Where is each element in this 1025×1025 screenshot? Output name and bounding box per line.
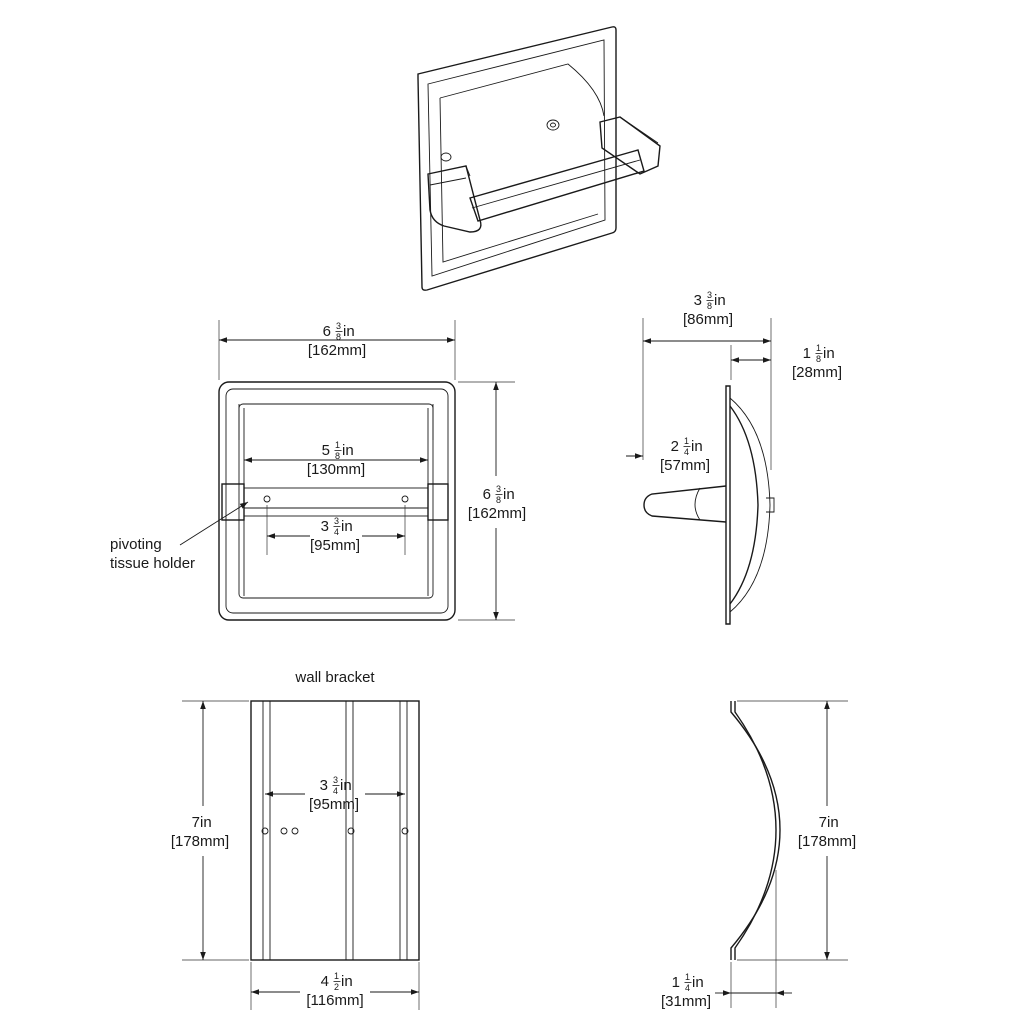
svg-text:in: in: [342, 442, 354, 459]
svg-text:1: 1: [335, 440, 340, 450]
svg-text:in: in: [823, 345, 835, 362]
svg-text:[95mm]: [95mm]: [309, 796, 359, 813]
svg-text:[162mm]: [162mm]: [468, 505, 526, 522]
svg-text:8: 8: [496, 495, 501, 505]
svg-text:3: 3: [321, 518, 329, 535]
svg-text:in: in: [343, 323, 355, 340]
svg-text:in: in: [691, 438, 703, 455]
svg-text:4: 4: [685, 983, 690, 993]
svg-text:1: 1: [803, 345, 811, 362]
label-pivoting: pivoting: [110, 536, 162, 553]
svg-text:6: 6: [323, 323, 331, 340]
dim-roll-width: 5 1 8 in [130mm]: [307, 440, 365, 478]
dim-spindle: 2 1 4 in [57mm]: [660, 436, 710, 474]
svg-text:3: 3: [496, 484, 501, 494]
svg-text:[130mm]: [130mm]: [307, 461, 365, 478]
dim-side-depth: 3 3 8 in [86mm]: [683, 290, 733, 328]
svg-text:[57mm]: [57mm]: [660, 457, 710, 474]
svg-text:[178mm]: [178mm]: [171, 833, 229, 850]
svg-text:7: 7: [192, 814, 200, 831]
svg-text:1: 1: [334, 971, 339, 981]
svg-text:[178mm]: [178mm]: [798, 833, 856, 850]
svg-text:5: 5: [322, 442, 330, 459]
svg-text:in: in: [827, 814, 839, 831]
label-wall-bracket: wall bracket: [294, 669, 375, 686]
svg-text:[28mm]: [28mm]: [792, 364, 842, 381]
svg-text:3: 3: [336, 321, 341, 331]
svg-text:[116mm]: [116mm]: [306, 992, 363, 1009]
svg-text:4: 4: [333, 786, 338, 796]
dim-holes-front: 3 3 4 in [95mm]: [310, 516, 360, 554]
svg-text:4: 4: [684, 447, 689, 457]
svg-text:3: 3: [320, 777, 328, 794]
svg-text:7: 7: [819, 814, 827, 831]
svg-text:in: in: [341, 518, 353, 535]
svg-text:4: 4: [334, 527, 339, 537]
wall-bracket-side: [730, 700, 848, 1008]
svg-text:in: in: [714, 292, 726, 309]
svg-text:in: in: [692, 974, 704, 991]
svg-text:1: 1: [684, 436, 689, 446]
svg-text:[95mm]: [95mm]: [310, 537, 360, 554]
svg-text:in: in: [200, 814, 212, 831]
dim-bracket-side-height: 7 in [178mm]: [798, 814, 856, 850]
svg-text:in: in: [340, 777, 352, 794]
dim-bracket-side-depth: 1 1 4 in [31mm]: [661, 972, 711, 1010]
svg-text:1: 1: [816, 343, 821, 353]
labels: pivoting tissue holder wall bracket 6 3 …: [110, 290, 856, 1010]
svg-text:8: 8: [816, 354, 821, 364]
dim-bracket-holes: 3 3 4 in [95mm]: [309, 775, 359, 813]
svg-text:[162mm]: [162mm]: [308, 342, 366, 359]
front-view: [218, 320, 515, 621]
svg-text:[31mm]: [31mm]: [661, 993, 711, 1010]
svg-text:3: 3: [694, 292, 702, 309]
svg-text:[86mm]: [86mm]: [683, 311, 733, 328]
svg-text:2: 2: [671, 438, 679, 455]
isometric-view: [417, 26, 661, 291]
svg-text:8: 8: [336, 332, 341, 342]
svg-text:3: 3: [707, 290, 712, 300]
svg-text:6: 6: [483, 486, 491, 503]
dim-flange-depth: 1 1 8 in [28mm]: [792, 343, 842, 381]
svg-text:in: in: [503, 486, 515, 503]
svg-text:4: 4: [321, 973, 329, 990]
dim-bracket-height: 7 in [178mm]: [171, 814, 229, 850]
label-tissue-holder: tissue holder: [110, 555, 195, 572]
svg-text:1: 1: [672, 974, 680, 991]
dim-front-height: 6 3 8 in [162mm]: [468, 484, 526, 522]
svg-text:in: in: [341, 973, 353, 990]
dim-bracket-width: 4 1 2 in [116mm]: [306, 971, 363, 1009]
svg-text:3: 3: [334, 516, 339, 526]
svg-text:8: 8: [335, 451, 340, 461]
svg-text:1: 1: [685, 972, 690, 982]
svg-text:2: 2: [334, 982, 339, 992]
wall-bracket-front: [182, 700, 420, 1010]
svg-text:8: 8: [707, 301, 712, 311]
dim-front-width: 6 3 8 in [162mm]: [308, 321, 366, 359]
svg-text:3: 3: [333, 775, 338, 785]
dimension-lines: [179, 337, 830, 996]
